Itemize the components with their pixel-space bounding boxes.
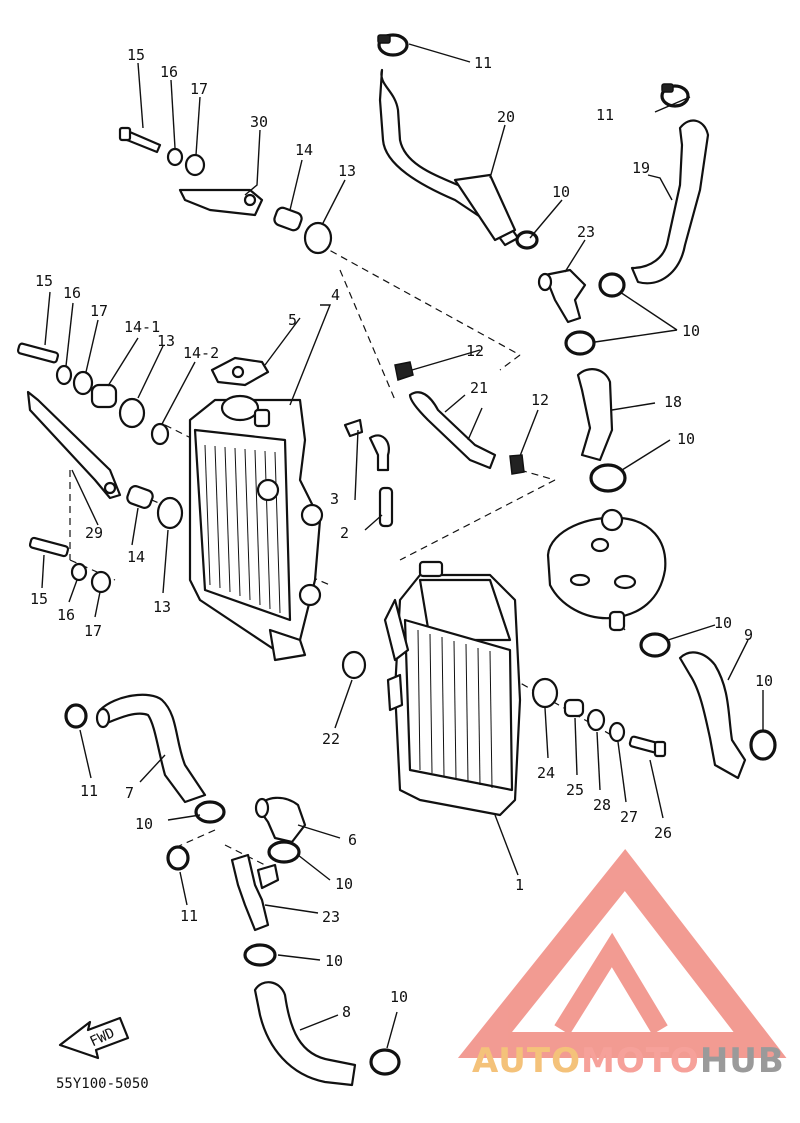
fwd-arrow: FWD <box>58 1016 130 1060</box>
callout-10: 10 <box>677 430 695 448</box>
callout-11: 11 <box>474 54 492 72</box>
clamp-11-hose7 <box>64 703 88 729</box>
hose-19 <box>630 119 710 285</box>
callout-2: 2 <box>340 524 349 542</box>
grommet-22 <box>341 650 367 680</box>
callout-11: 11 <box>180 907 198 925</box>
callout-10: 10 <box>335 875 353 893</box>
callout-14-2: 14-2 <box>183 344 219 362</box>
radiator-right-fins <box>417 629 493 789</box>
upper-bracket-assembly <box>118 126 333 255</box>
callout-15: 15 <box>127 46 145 64</box>
callout-10: 10 <box>755 672 773 690</box>
hose-2-and-clip-3 <box>343 418 394 528</box>
right-bolt-stack <box>531 677 667 758</box>
callout-13: 13 <box>338 162 356 180</box>
callout-18: 18 <box>664 393 682 411</box>
callout-16: 16 <box>57 606 75 624</box>
clip-12-upper <box>394 361 414 381</box>
clamp-10-hose9-top <box>639 632 671 658</box>
callout-9: 9 <box>744 626 753 644</box>
callout-11: 11 <box>80 782 98 800</box>
clamp-10-hose18 <box>589 463 627 493</box>
callout-12: 12 <box>531 391 549 409</box>
callout-12: 12 <box>466 342 484 360</box>
callout-14: 14 <box>127 548 145 566</box>
callout-10: 10 <box>552 183 570 201</box>
clamp-10-hose9-bottom <box>749 729 777 761</box>
clamp-11-lower <box>166 845 190 871</box>
callout-labels: 15 16 17 30 14 13 11 20 11 19 10 23 10 1… <box>30 46 773 1021</box>
callout-5: 5 <box>288 311 297 329</box>
callout-10: 10 <box>714 614 732 632</box>
callout-15: 15 <box>35 272 53 290</box>
hose-20 <box>378 68 520 247</box>
hose-7 <box>95 693 207 804</box>
hose-18 <box>576 368 614 462</box>
part-code: 55Y100-5050 <box>56 1076 149 1092</box>
clamp-10-elbow6 <box>267 840 301 864</box>
callout-16: 16 <box>63 284 81 302</box>
callout-3: 3 <box>330 490 339 508</box>
callout-11: 11 <box>596 106 614 124</box>
clamp-10-upper <box>515 230 539 250</box>
callout-8: 8 <box>342 1003 351 1021</box>
watermark-auto: AUTO <box>472 1041 581 1081</box>
radiator-right <box>383 560 522 817</box>
hose-21 <box>408 391 497 470</box>
watermark-hub: HUB <box>700 1041 785 1081</box>
callout-29: 29 <box>85 524 103 542</box>
radiator-left <box>188 394 324 662</box>
callout-30: 30 <box>250 113 268 131</box>
watermark-moto: MOTO <box>581 1041 700 1081</box>
callout-19: 19 <box>632 159 650 177</box>
callout-15: 15 <box>30 590 48 608</box>
clip-12-lower <box>509 454 525 475</box>
left-bracket-stack <box>16 342 184 594</box>
leader-lines <box>41 43 764 1049</box>
clamp-10-hose7 <box>194 800 226 824</box>
callout-21: 21 <box>470 379 488 397</box>
callout-7: 7 <box>125 784 134 802</box>
tee-23-upper <box>537 268 587 324</box>
callout-22: 22 <box>322 730 340 748</box>
hose-9 <box>678 651 747 780</box>
clamp-10-pair <box>564 272 626 356</box>
tee-23-lower <box>230 853 280 932</box>
cylinder-head <box>546 508 667 632</box>
callout-10: 10 <box>325 952 343 970</box>
clamp-11-top <box>377 33 409 57</box>
callout-16: 16 <box>160 63 178 81</box>
callout-13: 13 <box>157 332 175 350</box>
elbow-6 <box>254 796 307 844</box>
clamp-10-lower <box>243 943 277 967</box>
callout-17: 17 <box>84 622 102 640</box>
callout-6: 6 <box>348 831 357 849</box>
callout-13: 13 <box>153 598 171 616</box>
callout-27: 27 <box>620 808 638 826</box>
callout-25: 25 <box>566 781 584 799</box>
callout-23: 23 <box>577 223 595 241</box>
watermark-text: AUTOMOTOHUB <box>472 1041 785 1081</box>
callout-10: 10 <box>390 988 408 1006</box>
callout-23: 23 <box>322 908 340 926</box>
callout-20: 20 <box>497 108 515 126</box>
callout-28: 28 <box>593 796 611 814</box>
callout-10: 10 <box>682 322 700 340</box>
callout-14-1: 14-1 <box>124 318 160 336</box>
callout-17: 17 <box>90 302 108 320</box>
automotohub-logo <box>457 848 787 1058</box>
radiator-left-fins <box>204 444 281 614</box>
radiator-cap <box>210 356 270 387</box>
clamp-10-hose8 <box>369 1048 401 1076</box>
callout-26: 26 <box>654 824 672 842</box>
callout-24: 24 <box>537 764 555 782</box>
callout-14: 14 <box>295 141 313 159</box>
callout-10: 10 <box>135 815 153 833</box>
callout-17: 17 <box>190 80 208 98</box>
callout-4: 4 <box>331 286 340 304</box>
callout-1: 1 <box>515 876 524 894</box>
hose-8 <box>253 981 357 1087</box>
